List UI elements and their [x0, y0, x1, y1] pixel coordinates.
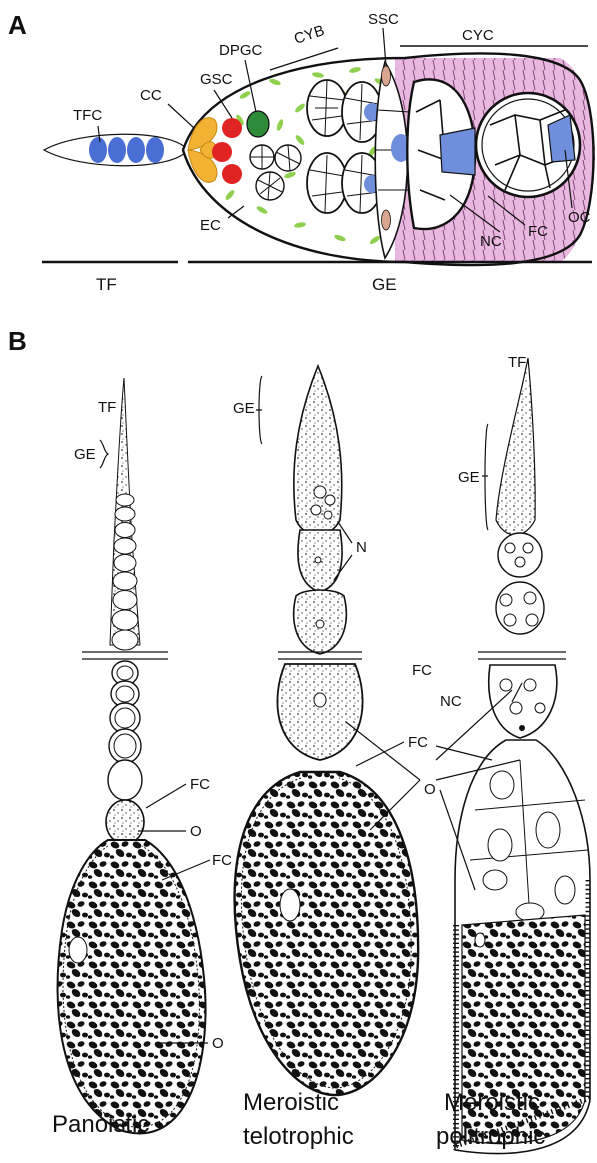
label-ssc: SSC [368, 11, 399, 28]
label-nc: NC [480, 233, 502, 250]
caption-panoistic: Panoistic [52, 1111, 149, 1138]
label-cyc: CYC [462, 27, 494, 44]
tfc-nucleus [108, 137, 126, 163]
caption-telotrophic-2: telotrophic [243, 1123, 354, 1150]
label-tfc: TFC [73, 107, 102, 124]
ovariole-politrophic: TF GE FC NC [412, 354, 590, 1153]
panel-a: A [8, 10, 595, 294]
region-ge: GE [372, 275, 397, 294]
tel-label-n: N [356, 539, 367, 556]
tel-label-ge: GE [233, 400, 255, 417]
label-dpgc: DPGC [219, 42, 263, 59]
pol-label-ge: GE [458, 469, 480, 486]
ssc-cell [382, 66, 391, 86]
pan-label-o1: O [190, 823, 202, 840]
tfc-nucleus [146, 137, 164, 163]
panel-b-letter: B [8, 326, 27, 356]
ovariole-panoistic: TF GE FC O FC O [58, 378, 233, 1133]
pan-label-ge: GE [74, 446, 96, 463]
caption-telotrophic-1: Meroistic [243, 1089, 339, 1116]
label-ec: EC [200, 217, 221, 234]
caption-politrophic-1: Meroistic [444, 1089, 540, 1116]
dpgc-cell [247, 111, 269, 137]
pan-label-fc2: FC [212, 852, 232, 869]
tel-label-o: O [424, 781, 436, 798]
pol-label-fc: FC [412, 662, 432, 679]
label-cyb: CYB [292, 22, 327, 48]
pol-label-nc: NC [440, 693, 462, 710]
caption-politrophic-2: politrophic [436, 1123, 545, 1150]
egg-chamber-2 [476, 93, 580, 197]
label-cc: CC [140, 87, 162, 104]
tel-label-fc: FC [408, 734, 428, 751]
region-tf: TF [96, 275, 117, 294]
pan-label-tf: TF [98, 399, 116, 416]
panel-a-letter: A [8, 10, 27, 40]
label-gsc: GSC [200, 71, 233, 88]
ssc-cell [382, 210, 391, 230]
pan-label-fc1: FC [190, 776, 210, 793]
pol-label-tf: TF [508, 354, 526, 371]
pan-label-o2: O [212, 1035, 224, 1052]
ovariole-telotrophic: GE N FC O [233, 366, 436, 1095]
tfc-nucleus [127, 137, 145, 163]
tfc-nucleus [89, 137, 107, 163]
label-oc: OC [568, 209, 591, 226]
panel-b: B [8, 326, 590, 1153]
label-fc: FC [528, 223, 548, 240]
terminal-filament [44, 134, 188, 166]
